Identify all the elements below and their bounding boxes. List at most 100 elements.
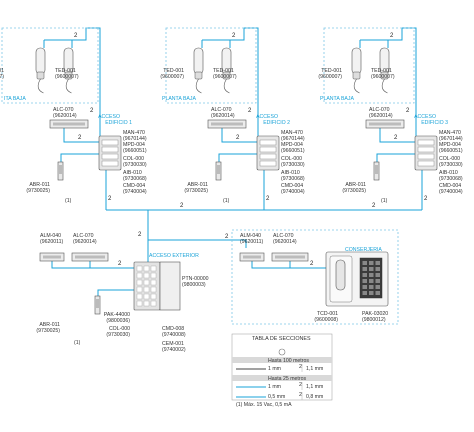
exterior-door-key — [136, 265, 143, 272]
section-1-door-panel-button — [101, 160, 119, 167]
conserjeria-alm-panel — [239, 252, 265, 262]
exterior-cem-label-code: (9740002) — [162, 346, 186, 353]
section-1-handset-right-label-model: TED-001 — [55, 68, 76, 74]
conserjeria-key — [369, 279, 374, 283]
section-2-wire-count-panel: 2 — [236, 135, 240, 141]
section-3-handset-left-cord — [353, 78, 360, 94]
dashed-frames — [1, 27, 415, 325]
exterior-door-key — [143, 286, 150, 293]
section-3-wire-count-panel: 2 — [394, 135, 398, 141]
conserjeria-key — [375, 261, 380, 265]
legend-section-icon — [278, 348, 286, 356]
section-2-lock-wire — [218, 153, 257, 162]
section-3-aib-label-code: (9730068) — [439, 175, 463, 182]
exterior-cmd-label-model: CMD-008 — [162, 326, 185, 332]
exterior-door-key — [136, 293, 143, 300]
section-2-mpd-label-model: MPD-004 — [281, 142, 303, 148]
exterior-door-key — [136, 300, 143, 307]
exterior-alm-panel-slot — [43, 255, 61, 259]
exterior-door-key — [143, 265, 150, 272]
conserjeria-label: CONSERJERIA — [345, 247, 382, 253]
section-2-lock — [215, 161, 222, 181]
exterior-pak-label-code: (9800036) — [106, 317, 130, 324]
section-1-wire-count-riser: 2 — [90, 108, 94, 114]
conserjeria-key — [375, 291, 380, 295]
section-3-mpd-label-code: (9660051) — [439, 147, 463, 154]
section-3-wire-count-top: 2 — [390, 33, 394, 39]
section-3-lock-plate — [375, 165, 378, 174]
section-2-handset-left-cord — [195, 78, 202, 94]
section-3-handset-right-label-model: TED-001 — [371, 68, 392, 74]
section-3-cmd-label-code: (9740004) — [439, 188, 463, 195]
conserjeria-key — [369, 285, 374, 289]
conserjeria-alc-label-model: ALC-070 — [273, 233, 294, 239]
conserjeria-alc-panel-slot — [275, 255, 305, 259]
section-2-man-label-code: (9670144) — [281, 135, 305, 142]
section-3-handset-left-label-code: (9600007) — [318, 73, 342, 80]
section-1-alc-label-model: ALC-070 — [53, 107, 74, 113]
section-1-access-label-1: ACCESO — [98, 114, 120, 120]
section-3-alc-panel-slot — [369, 122, 401, 126]
bus-conserjeria-count: 2 — [225, 234, 229, 240]
legend-row-2-sup: 2 — [299, 382, 302, 388]
section-2-access-label-2: EDIFICIO 2 — [263, 120, 290, 126]
section-1-handset-left-cord — [37, 78, 44, 94]
section-1-floor-label: ITA BAJA — [4, 96, 26, 102]
exterior-door-key — [150, 279, 157, 286]
section-3-wire-count-down: 2 — [424, 196, 428, 202]
section-3-abr-label-model: ABR-011 — [345, 182, 366, 188]
section-2-alc-label-model: ALC-070 — [211, 107, 232, 113]
exterior-door-key — [143, 300, 150, 307]
section-3-door-panel-button — [417, 153, 435, 160]
exterior-ptn-label-model: PTN-00000 — [182, 276, 209, 282]
main-bus-count-a: 2 — [180, 203, 184, 209]
legend-row-3-sup: 2 — [299, 392, 302, 398]
section-1-alc-panel — [49, 119, 89, 129]
section-1-handset-right — [63, 47, 74, 94]
exterior-door-key — [150, 272, 157, 279]
exterior-door-key — [143, 279, 150, 286]
section-1-cmd-label-model: CMD-004 — [123, 183, 146, 189]
legend-row-2-right: 1,1 mm — [306, 384, 324, 390]
section-1-handset-left-label-model: 001 — [0, 68, 4, 74]
conserjeria-handset — [335, 259, 346, 291]
section-2-cmd-label-code: (9740004) — [281, 188, 305, 195]
exterior-note: (1) — [74, 340, 81, 346]
exterior-alm-wire — [51, 261, 134, 269]
section-2-wire-count-down: 2 — [266, 196, 270, 202]
section-2-handset-right — [221, 47, 232, 94]
conserjeria-ted-label-model: TCD-001 — [316, 311, 338, 317]
exterior-abr-label-model: ABR-011 — [39, 322, 60, 328]
section-1-door-panel-button — [101, 139, 119, 146]
section-2-aib-label-code: (9730068) — [281, 175, 305, 182]
section-1-wire-count-down: 2 — [108, 196, 112, 202]
main-bus-count-b: 2 — [372, 203, 376, 209]
section-1-col-label-code: (9730030) — [123, 161, 147, 168]
section-2-access-label-1: ACCESO — [256, 114, 278, 120]
section-2-wire-count-top: 2 — [232, 33, 236, 39]
section-1-aib-label-code: (9730068) — [123, 175, 147, 182]
section-2-door-panel-button — [259, 160, 277, 167]
conserjeria-ted-label-code: (9600008) — [314, 316, 338, 323]
section-1-alc-label-code: (9620014) — [53, 112, 77, 119]
exterior-alc-label-code: (9620014) — [73, 238, 97, 245]
exterior-anchor — [30, 226, 200, 228]
section-3-access-label-1: ACCESO — [414, 114, 436, 120]
section-2-col-label-model: COL-000 — [281, 156, 303, 162]
section-1-aib-label-model: AIB-010 — [123, 170, 142, 176]
section-3-door-panel-button — [417, 146, 435, 153]
section-1-wire-count-top: 2 — [74, 33, 78, 39]
conserjeria-key — [369, 291, 374, 295]
conserjeria-alm-wire — [251, 261, 326, 269]
exterior-alc-panel-slot — [75, 255, 105, 259]
section-2-aib-label-model: AIB-010 — [281, 170, 300, 176]
section-1-door-panel-button — [101, 153, 119, 160]
section-1-wire-count-panel: 2 — [78, 135, 82, 141]
legend-row-1-right: 1,1 mm — [306, 366, 324, 372]
exterior-alc-count: 2 — [118, 261, 122, 267]
section-3-man-label-model: MAN-470 — [439, 130, 461, 136]
section-1-cmd-label-code: (9740004) — [123, 188, 147, 195]
section-2-handset-right-label-code: (9600007) — [213, 73, 237, 80]
section-1-col-label-model: COL-000 — [123, 156, 145, 162]
conserjeria-key — [375, 273, 380, 277]
